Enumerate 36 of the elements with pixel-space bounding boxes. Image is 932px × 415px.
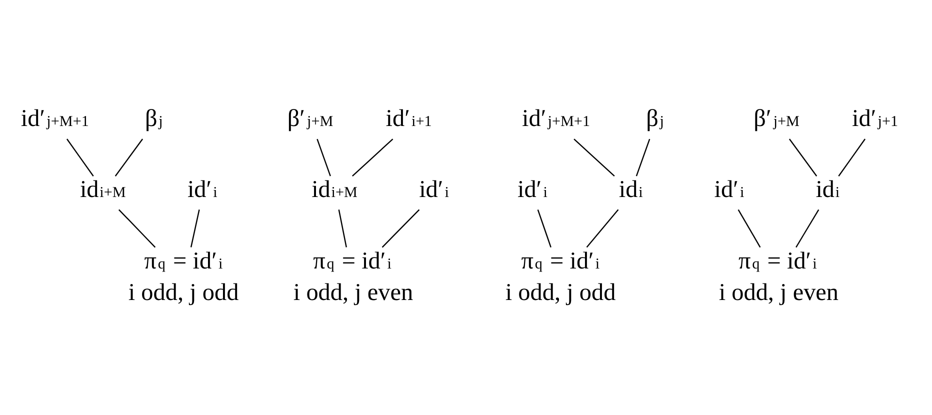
node-text: βj (646, 104, 664, 132)
node-text: β′j+M (754, 104, 800, 132)
node-text: πq = id′i i odd, j even (293, 246, 414, 306)
connector (788, 138, 818, 176)
node-text: idi+M (80, 176, 126, 203)
connector (114, 138, 144, 176)
connector (352, 138, 394, 176)
node-text: πq = id′i i odd, j odd (128, 246, 239, 306)
connector (796, 208, 820, 248)
connector (338, 209, 347, 247)
connector (636, 138, 650, 176)
node-text: πq = id′i i odd, j even (718, 246, 839, 306)
connector (738, 208, 761, 248)
node-text: id′j+M+1 (522, 104, 590, 132)
node-text: id′i+1 (386, 104, 432, 132)
connector (382, 208, 420, 248)
node-text: βj (145, 104, 163, 132)
node-text: idi (618, 176, 643, 203)
node-text: id′i (187, 176, 218, 203)
connector (66, 138, 94, 176)
node-text: idi+M (312, 176, 358, 203)
node-text: πq = id′i i odd, j odd (505, 246, 616, 306)
node-text: id′i (419, 176, 450, 203)
node-text: β′j+M (287, 104, 334, 132)
connector (118, 208, 156, 248)
node-text: id′i (714, 176, 744, 203)
connector (838, 138, 866, 176)
connector (586, 208, 619, 248)
connector (537, 208, 552, 247)
node-text: idi (816, 176, 840, 203)
connector (574, 138, 615, 176)
node-text: id′j+M+1 (20, 104, 89, 132)
node-text: id′j+1 (852, 104, 898, 132)
node-text: id′i (517, 176, 548, 203)
connector (316, 138, 331, 176)
connector (190, 209, 200, 247)
